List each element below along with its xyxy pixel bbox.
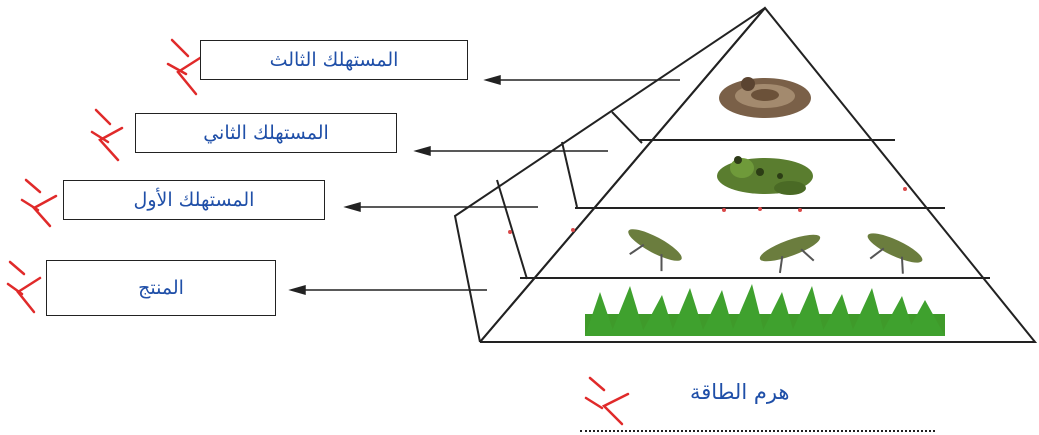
grass-icon xyxy=(585,284,945,336)
grade-mark-l1 xyxy=(166,38,202,96)
label-box-producer: المنتج xyxy=(46,260,276,316)
label-box-second-consumer: المستهلك الثاني xyxy=(135,113,397,153)
label-box-third-consumer: المستهلك الثالث xyxy=(200,40,468,80)
grade-mark-l2 xyxy=(90,108,124,162)
arrow-l3 xyxy=(343,202,538,212)
arrow-l1 xyxy=(483,75,680,85)
grade-marks xyxy=(6,38,630,426)
arrow-l2 xyxy=(413,146,608,156)
grade-mark-l4 xyxy=(6,260,42,314)
grade-mark-l3 xyxy=(20,178,58,228)
answer-dotted-line xyxy=(580,430,935,432)
label-producer: المنتج xyxy=(138,277,184,299)
red-speckles xyxy=(508,187,907,234)
label-second-consumer: المستهلك الثاني xyxy=(203,122,329,144)
label-first-consumer: المستهلك الأول xyxy=(133,189,255,211)
frog-icon xyxy=(717,156,813,195)
label-box-first-consumer: المستهلك الأول xyxy=(63,180,325,220)
arrows xyxy=(288,75,680,295)
grasshopper-icon xyxy=(628,229,923,274)
snake-icon xyxy=(719,77,811,118)
arrow-l4 xyxy=(288,285,487,295)
label-third-consumer: المستهلك الثالث xyxy=(269,49,399,71)
grade-mark-caption xyxy=(584,376,630,426)
diagram-caption: هرم الطاقة xyxy=(690,380,790,404)
